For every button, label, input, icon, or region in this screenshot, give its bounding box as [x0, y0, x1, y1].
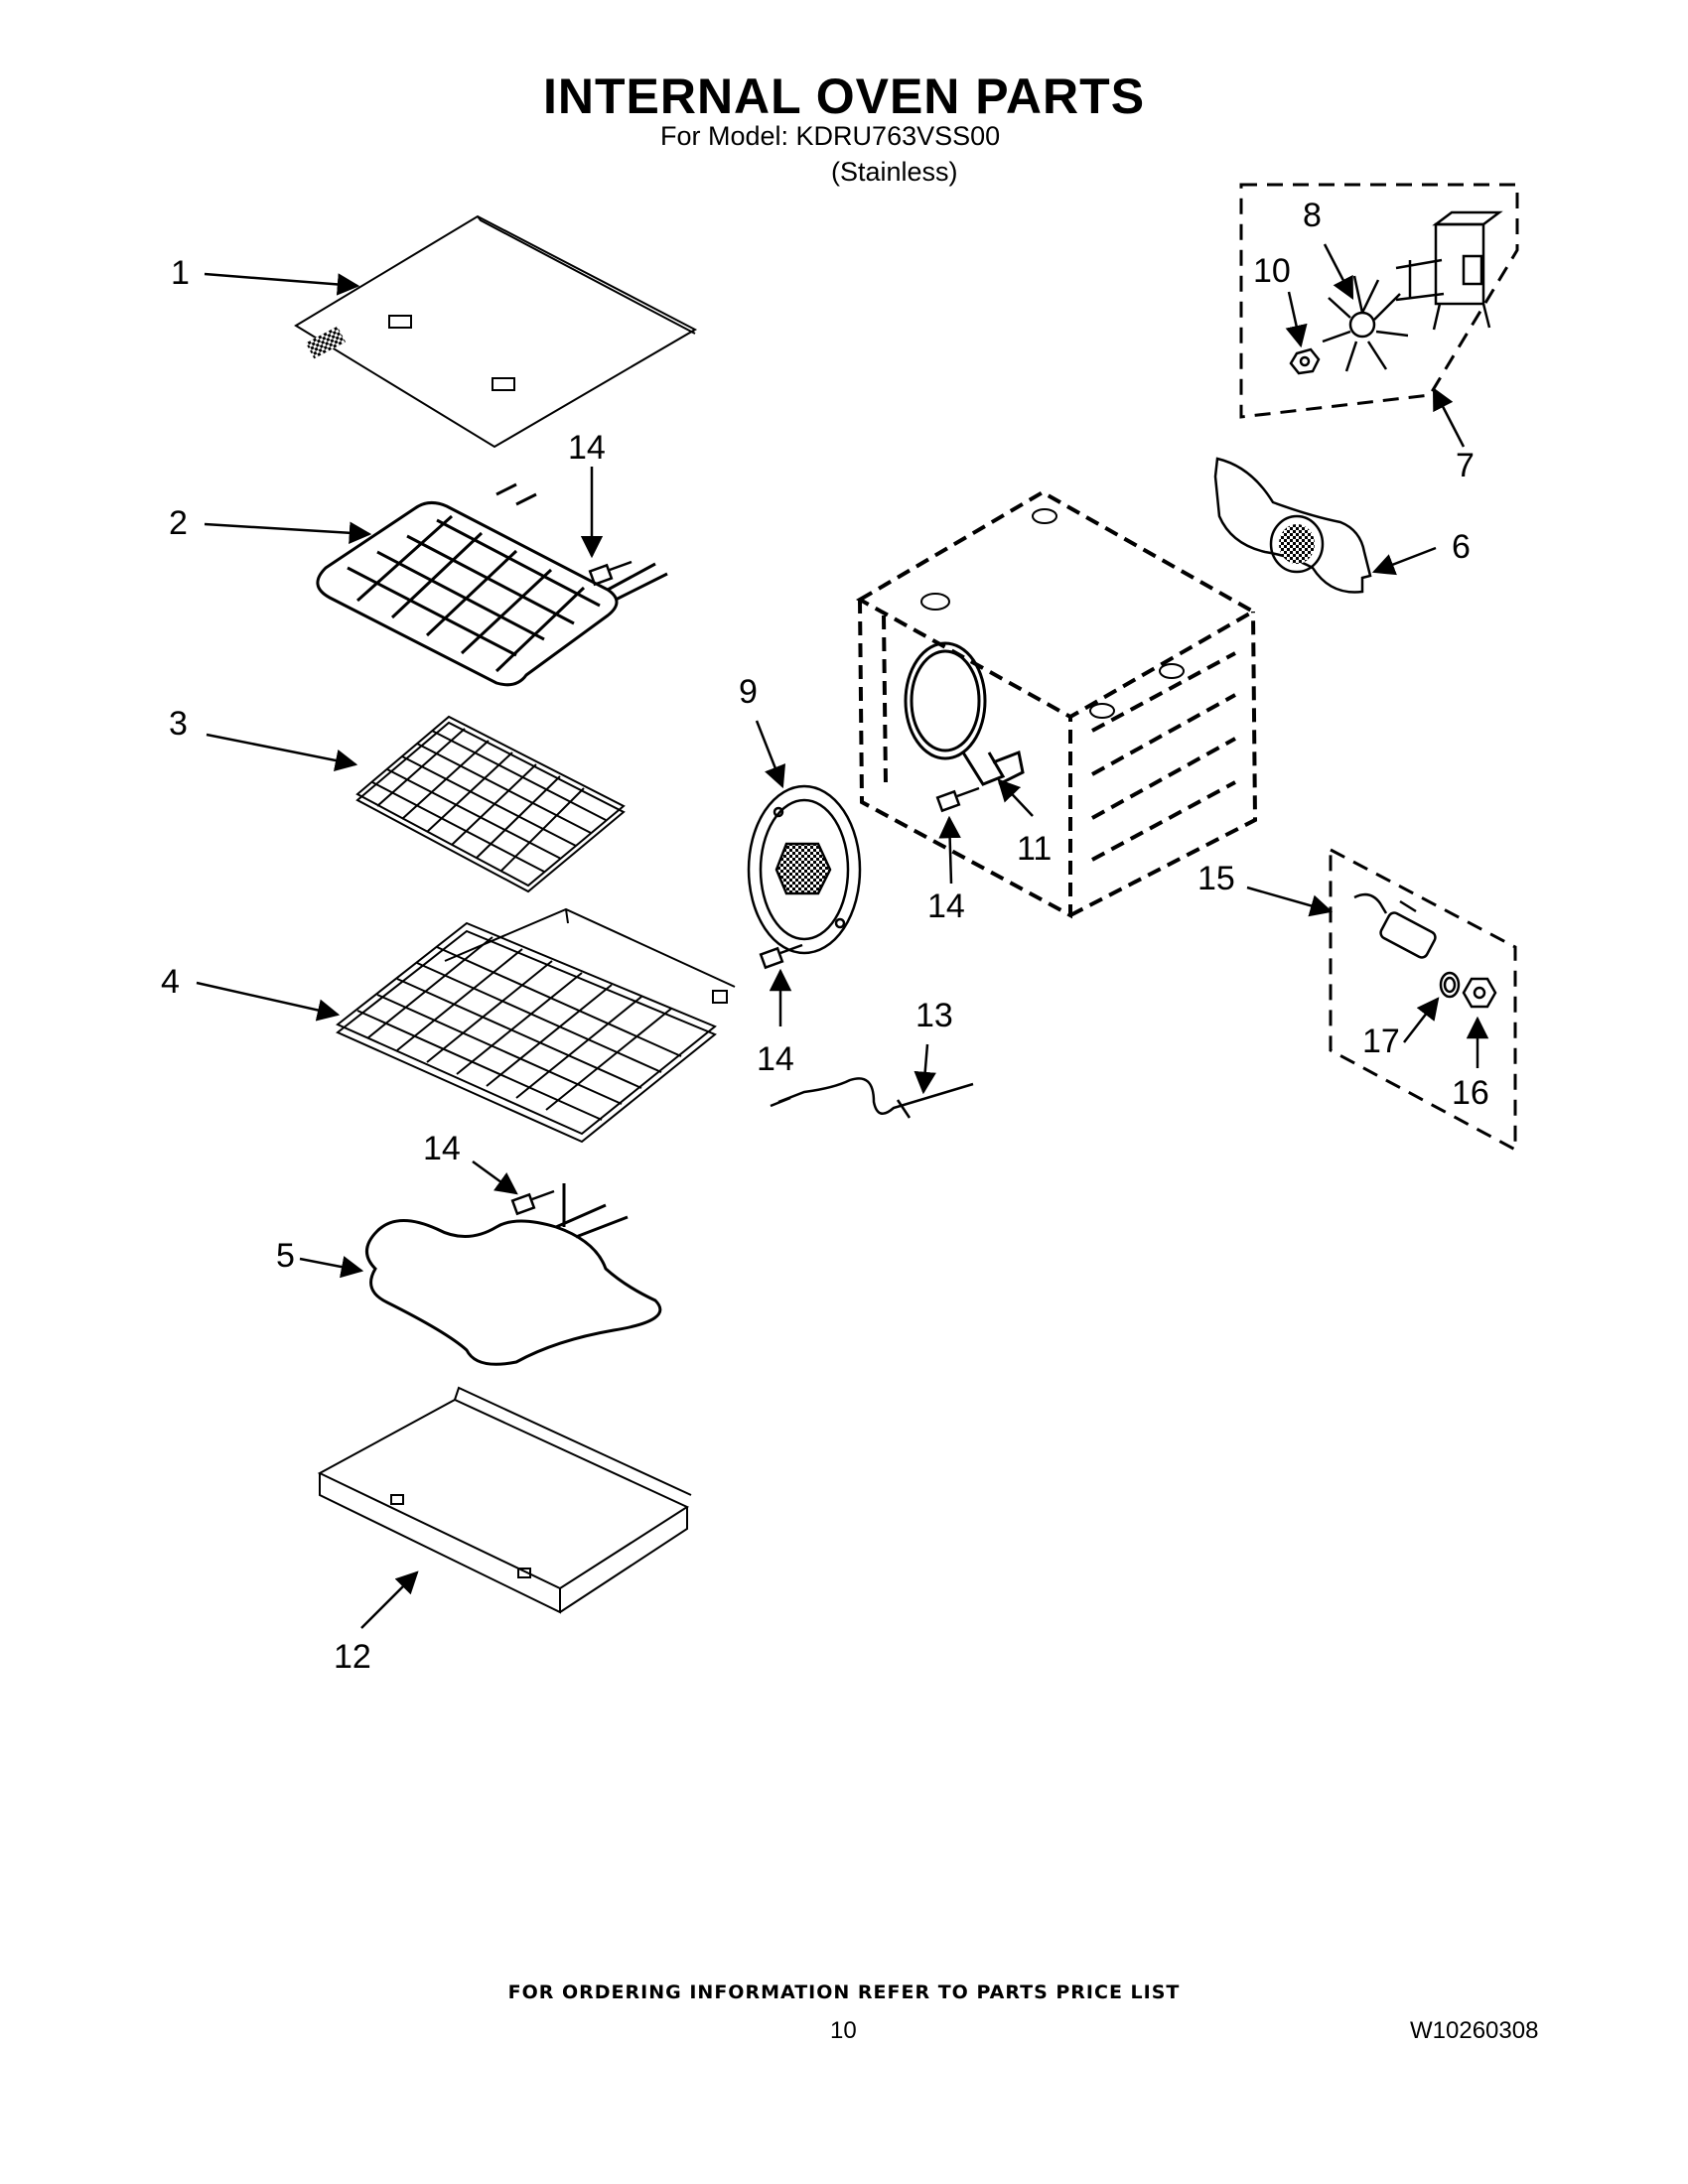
part-5-bake-element: [365, 1183, 662, 1366]
part-2-broil-element: [316, 482, 668, 687]
callout-16: 16: [1452, 1074, 1489, 1112]
part-4-rollout-rack: [336, 907, 736, 1144]
screw-14-broil: [588, 560, 633, 587]
part-11-convection-element: [904, 641, 1025, 786]
callout-11: 11: [1017, 830, 1052, 868]
part-1-top-panel: [294, 214, 698, 449]
callout-6: 6: [1452, 528, 1471, 566]
page-title: INTERNAL OVEN PARTS: [542, 68, 1146, 124]
callout-2: 2: [169, 504, 188, 542]
document-number: W10260308: [1410, 2017, 1539, 2044]
callout-14-bake: 14: [423, 1130, 461, 1167]
callout-5: 5: [276, 1237, 295, 1275]
callout-17: 17: [1362, 1023, 1400, 1060]
screw-14-fan-cover: [759, 943, 803, 970]
callout-4: 4: [161, 963, 180, 1001]
callout-8: 8: [1303, 197, 1322, 234]
finish-line: (Stainless): [831, 157, 958, 187]
callout-14-cavity: 14: [927, 887, 965, 925]
callout-15: 15: [1197, 860, 1235, 897]
callout-12: 12: [334, 1638, 371, 1676]
part-15-light-assembly: [1353, 892, 1437, 959]
oven-cavity-hole-outlines: [920, 508, 1185, 719]
part-9-fan-cover: [747, 784, 862, 955]
part-3-oven-rack: [355, 715, 626, 893]
part-12-bottom-shield: [317, 1386, 692, 1614]
page-number: 10: [830, 2017, 857, 2044]
screw-14-cavity: [935, 786, 980, 813]
screw-14-bake: [510, 1189, 555, 1216]
part-13-meat-probe: [770, 1077, 974, 1119]
part-10-nut: [1289, 347, 1321, 375]
oven-cavity-dashed: [855, 489, 1258, 919]
part-7-motor: [1395, 210, 1503, 331]
part-15-light-group-box: [1329, 847, 1517, 1153]
callout-9: 9: [739, 673, 758, 711]
part-7-motor-group-box: [1239, 183, 1519, 419]
callout-14-fan-cover: 14: [757, 1040, 794, 1078]
callout-3: 3: [169, 705, 188, 743]
part-17-gasket: [1439, 971, 1461, 999]
model-line: For Model: KDRU763VSS00: [660, 121, 1001, 151]
callout-13: 13: [915, 997, 953, 1034]
callout-10: 10: [1253, 252, 1291, 290]
part-8-fan-blade: [1322, 275, 1409, 372]
ordering-note: FOR ORDERING INFORMATION REFER TO PARTS …: [507, 1981, 1181, 2003]
part-16-nut: [1462, 977, 1497, 1009]
part-6-rear-baffle: [1213, 457, 1372, 594]
callout-14-broil: 14: [568, 429, 606, 467]
leader-arrows: [196, 243, 1489, 1629]
callout-7: 7: [1456, 447, 1475, 484]
callout-1: 1: [171, 254, 190, 292]
